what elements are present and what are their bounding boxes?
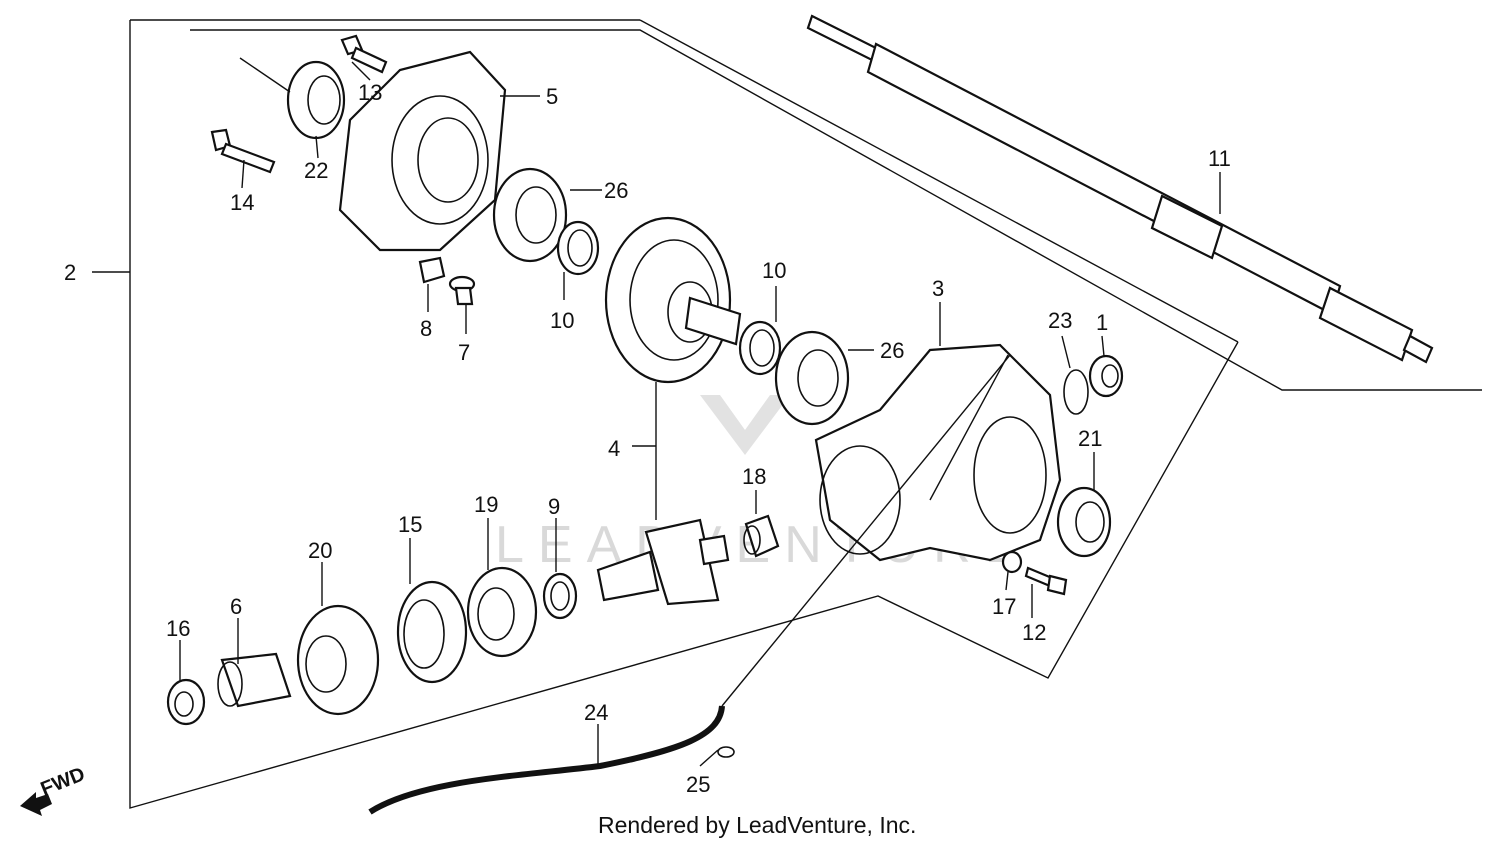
- label-10a: 10: [550, 308, 574, 333]
- label-3: 3: [932, 276, 944, 301]
- plug-bolt-7: [448, 275, 476, 306]
- fwd-label: FWD: [38, 763, 88, 800]
- label-9: 9: [548, 494, 560, 519]
- shim-10-upper: [556, 220, 600, 276]
- label-26a: 26: [604, 178, 628, 203]
- label-19: 19: [474, 492, 498, 517]
- label-12: 12: [1022, 620, 1046, 645]
- fwd-indicator: FWD: [20, 763, 88, 816]
- gear-case-3: [814, 343, 1062, 562]
- assembly-frame: [129, 19, 1482, 809]
- bearing-26-lower: [774, 330, 850, 426]
- label-11: 11: [1208, 146, 1231, 171]
- label-5: 5: [546, 84, 558, 109]
- nut-16: [166, 678, 206, 726]
- shim-10-lower: [738, 320, 782, 376]
- label-21: 21: [1078, 426, 1102, 451]
- bolt-12: [1024, 566, 1068, 596]
- label-25: 25: [686, 772, 710, 797]
- clip-25: [717, 746, 735, 758]
- label-4: 4: [608, 436, 620, 461]
- label-8: 8: [420, 316, 432, 341]
- washer-17: [1001, 550, 1023, 574]
- nut-8: [418, 256, 446, 284]
- breather-tube-24: [368, 354, 1011, 815]
- circlip-23: [1063, 369, 1089, 415]
- label-1: 1: [1096, 310, 1108, 335]
- bearing-22: [286, 60, 346, 140]
- bearing-26-upper: [492, 167, 568, 263]
- credit-text: Rendered by LeadVenture, Inc.: [598, 812, 916, 838]
- label-7: 7: [458, 340, 470, 365]
- ring-gear-4: [604, 216, 742, 384]
- axle-shaft: [806, 14, 1434, 364]
- oil-seal-21: [1056, 486, 1112, 558]
- label-10b: 10: [762, 258, 786, 283]
- bearing-19: [466, 566, 538, 658]
- label-18: 18: [742, 464, 766, 489]
- label-15: 15: [398, 512, 422, 537]
- collar-18: [743, 514, 780, 558]
- housing-cover-5: [338, 50, 507, 252]
- retainer-15: [396, 580, 468, 684]
- oil-seal-20: [296, 604, 380, 716]
- bolt-14: [210, 128, 276, 174]
- label-13: 13: [358, 80, 382, 105]
- label-17: 17: [992, 594, 1016, 619]
- drive-pinion: [596, 518, 730, 606]
- label-26b: 26: [880, 338, 904, 363]
- leader-lines: [92, 57, 1221, 768]
- label-6: 6: [230, 594, 242, 619]
- label-16: 16: [166, 616, 190, 641]
- label-22: 22: [304, 158, 328, 183]
- shim-9: [542, 572, 578, 620]
- label-20: 20: [308, 538, 332, 563]
- label-2: 2: [64, 260, 76, 285]
- seal-1: [1088, 354, 1124, 398]
- label-24: 24: [584, 700, 608, 725]
- label-14: 14: [230, 190, 254, 215]
- coupling-6: [217, 652, 292, 708]
- label-23: 23: [1048, 308, 1072, 333]
- bolt-13: [340, 34, 388, 74]
- part-labels: 2 13 22 14 5 26 10 8 7 10 26 4 18 3 23 1…: [64, 80, 1231, 797]
